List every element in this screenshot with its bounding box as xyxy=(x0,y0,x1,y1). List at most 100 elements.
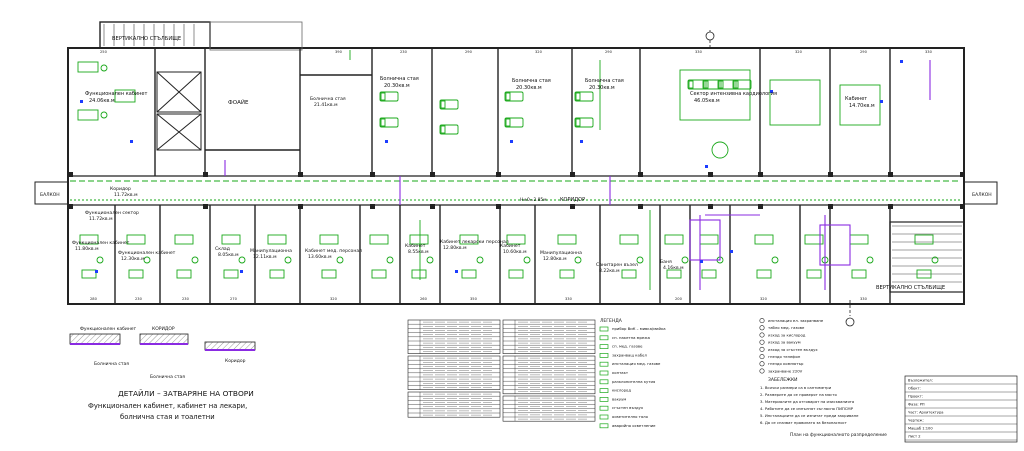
title-block-rows: Възложител: Обект: Проект: Фаза: РП Част: Ар… xyxy=(905,379,1017,441)
room-area-top-2: 20.30кв.м xyxy=(516,85,542,91)
legend: ЛЕГЕНДА xyxy=(600,318,623,324)
room-name-bottom-8: Манипулационна xyxy=(540,250,582,256)
title-row-1: Обект: xyxy=(908,387,921,391)
svg-text:320: 320 xyxy=(795,50,803,54)
svg-text:350: 350 xyxy=(470,297,478,301)
legend-item-3: захранващ кабел xyxy=(612,352,647,357)
title-row-5: Чертеж: xyxy=(908,419,924,423)
room-name-bottom-0: Функционален кабинет xyxy=(72,240,130,246)
room-name-top-3: Болнична стая xyxy=(585,78,624,84)
legend-item-6: разклонителна кутия xyxy=(612,379,655,384)
room-name-bottom-6: Кабинет лекарски персонал xyxy=(440,239,509,245)
detail-section: Функционален кабинет КОРИДОР Болнична ст… xyxy=(69,326,256,421)
room-name-top-5: Кабинет xyxy=(845,96,867,102)
room-note-name-2: Болнична стая xyxy=(310,96,346,102)
room-area-bottom-0: 11.80кв.м xyxy=(75,246,99,252)
svg-text:270: 270 xyxy=(230,297,238,301)
elevator-shafts xyxy=(156,71,202,151)
room-note-name-1: Функционален сектор xyxy=(85,210,139,216)
room-area-bottom-9: 8.22кв.м xyxy=(599,268,620,274)
notes-title: ЗАБЕЛЕЖКИ xyxy=(768,377,798,383)
svg-text:330: 330 xyxy=(695,50,703,54)
room-name-bottom-4: Кабинет мед. персонал xyxy=(305,248,362,254)
room-note-area-1: 11.72кв.м xyxy=(89,216,113,222)
legend-item-7: кислород xyxy=(612,388,631,393)
detail-label-2: КОРИДОР xyxy=(152,326,175,332)
stairs-top-label: ВЕРТИКАЛНО СТЪЛБИЩЕ xyxy=(112,36,181,42)
title-row-2: Проект: xyxy=(908,395,923,399)
notes-footer: План на функционалното разпределение xyxy=(790,432,887,438)
title-row-0: Възложител: xyxy=(908,379,933,383)
room-area-top-0: 24.06кв.м xyxy=(89,98,115,104)
stairs-bottom-label: ВЕРТИКАЛНО СТЪЛБИЩЕ xyxy=(876,285,945,291)
title-row-6: Мащаб 1:100 xyxy=(908,427,933,431)
svg-text:280: 280 xyxy=(90,297,98,301)
svg-text:200: 200 xyxy=(675,297,683,301)
room-name-bottom-3: Манипулационна xyxy=(250,248,292,254)
installations-green xyxy=(70,50,960,290)
note-line-1: 2. Размерите да се проверят на място xyxy=(760,392,837,397)
plan-labels: ВЕРТИКАЛНО СТЪЛБИЩЕ ВЕРТИКАЛНО СТЪЛБИЩЕ … xyxy=(40,36,992,291)
legend-item-2: сп. мед. газове xyxy=(612,344,643,349)
building-walls xyxy=(34,21,998,305)
legend-item-9: сгъстен въздух xyxy=(612,405,644,410)
svg-text:290: 290 xyxy=(465,50,473,54)
svg-text:330: 330 xyxy=(925,50,933,54)
room-area-top-4: 46.05кв.м xyxy=(694,98,720,104)
room-name-bottom-9: Санитарен възел xyxy=(596,262,638,268)
svg-text:320: 320 xyxy=(330,297,338,301)
room-area-bottom-1: 12.30кв.м xyxy=(121,256,145,262)
room-area-bottom-6: 12.80кв.м xyxy=(443,245,467,251)
legend-item-1: сп. пакетна мрежа xyxy=(612,335,650,340)
title-row-7: Лист 2 xyxy=(908,435,921,439)
room-name-bottom-7: Кабинет xyxy=(500,243,521,249)
note-line-3: 4. Работите да се изпълнят съгласно ПИПС… xyxy=(760,406,854,411)
detail-label-1: Функционален кабинет xyxy=(80,326,137,332)
corridor-label: КОРИДОР xyxy=(560,197,585,203)
room-area-top-1: 20.30кв.м xyxy=(384,83,410,89)
detail-subtitle-1: Функционален кабинет, кабинет на лекари, xyxy=(88,402,247,410)
legend-right-item-7: захранване 220V xyxy=(768,368,803,373)
svg-text:230: 230 xyxy=(182,297,190,301)
title-row-3: Фаза: РП xyxy=(908,403,925,407)
room-name-bottom-10: Баня xyxy=(660,259,672,265)
legend-item-10: осветително тяло xyxy=(612,414,649,419)
legend-right-item-5: гнездо телефон xyxy=(768,354,801,359)
stair-treads xyxy=(103,24,962,283)
legend-item-11: аварийно осветление xyxy=(612,423,656,428)
room-labels-bottom: Функционален кабинет11.80кв.мФункционале… xyxy=(72,239,684,274)
notes: ЗАБЕЛЕЖКИ План на функционалното разпред… xyxy=(768,377,887,438)
room-area-bottom-5: 8.55кв.м xyxy=(408,249,429,255)
svg-text:260: 260 xyxy=(420,297,428,301)
svg-text:330: 330 xyxy=(565,297,573,301)
balcony-right-label: БАЛКОН xyxy=(972,192,992,198)
room-name-top-2: Болнична стая xyxy=(512,78,551,84)
legend-right-item-0: инсталация ел. захранване xyxy=(768,318,824,323)
room-name-bottom-1: Функционален кабинет xyxy=(118,250,176,256)
room-name-top-0: Функционален кабинет xyxy=(85,91,147,97)
svg-text:390: 390 xyxy=(335,50,343,54)
note-line-5: 6. Да се спазват правилата за безопаснос… xyxy=(760,420,848,425)
svg-text:330: 330 xyxy=(860,297,868,301)
detail-label-5: Коридор xyxy=(225,358,246,364)
room-area-bottom-2: 8.05кв.м xyxy=(218,252,239,258)
legend-right-item-2: изход за кислород xyxy=(768,332,806,337)
legend-list-right: инсталация ел. захранване табло мед. газо… xyxy=(759,318,824,374)
title-row-4: Част: Архитектура xyxy=(908,411,943,415)
room-area-bottom-4: 13.60кв.м xyxy=(308,254,332,260)
legend-right-item-1: табло мед. газове xyxy=(768,325,805,330)
room-area-top-3: 20.30кв.м xyxy=(589,85,615,91)
room-area-top-5: 14.70кв.м xyxy=(849,103,875,109)
svg-text:290: 290 xyxy=(605,50,613,54)
legend-item-5: контакт xyxy=(612,370,629,375)
detail-label-4: Болнична стая xyxy=(150,374,185,380)
svg-text:250: 250 xyxy=(100,50,108,54)
room-area-bottom-7: 10.60кв.м xyxy=(503,249,527,255)
room-area-bottom-10: 4.16кв.м xyxy=(663,265,684,271)
room-note-name-0: Коридор xyxy=(110,186,131,192)
detail-title: ДЕТАЙЛИ – ЗАТВАРЯНЕ НА ОТВОРИ xyxy=(118,389,254,398)
